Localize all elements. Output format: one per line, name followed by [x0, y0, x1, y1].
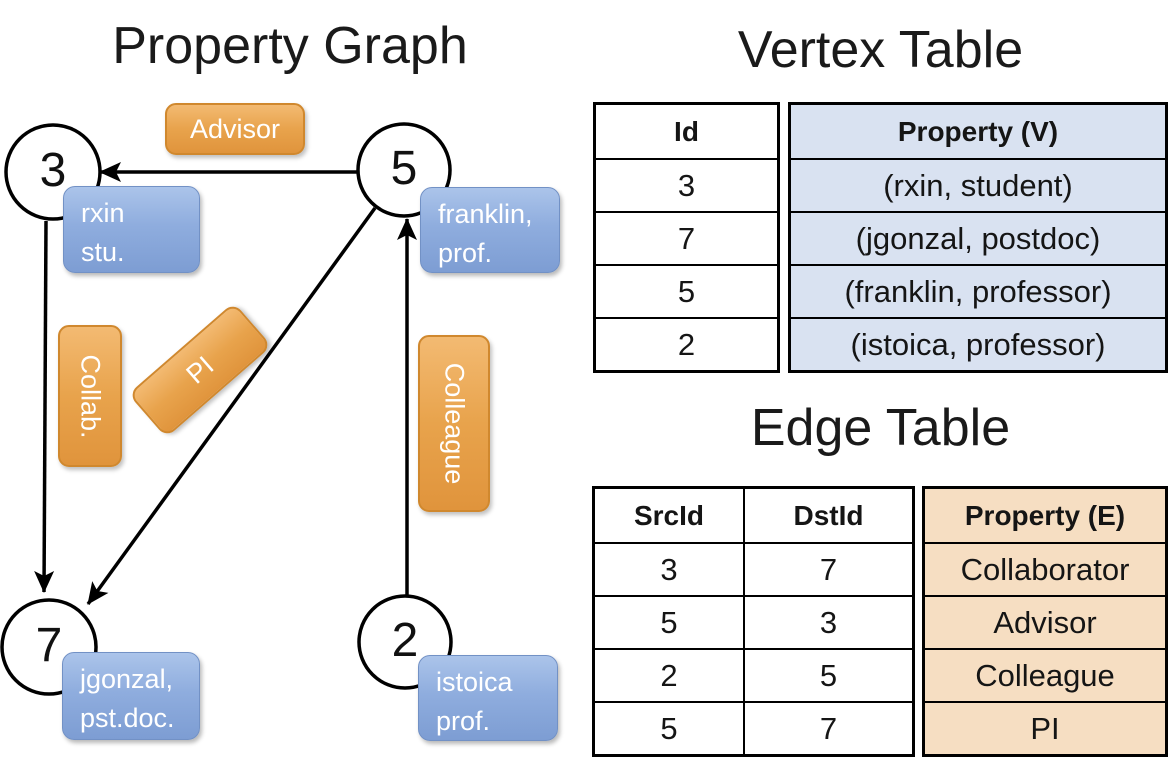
table-cell: 3: [595, 542, 743, 595]
node-id-7: 7: [35, 619, 63, 672]
table-cell: 2: [595, 648, 743, 701]
property-line: pst.doc.: [80, 703, 175, 733]
property-line: rxin: [81, 198, 125, 228]
column-header: Property (V): [791, 105, 1165, 158]
property-line: jgonzal,: [80, 664, 174, 694]
table-cell: 5: [596, 264, 777, 317]
table-cell: 3: [596, 158, 777, 211]
edge-label-advisor: Advisor: [165, 103, 305, 155]
edge-label-collab: Collab.: [58, 325, 122, 467]
table-cell: (istoica, professor): [791, 317, 1165, 370]
table-cell: PI: [925, 701, 1165, 754]
table-cell: (franklin, professor): [791, 264, 1165, 317]
vertex-table-id-column: Id 3 7 5 2: [593, 102, 780, 373]
table-cell: 5: [743, 648, 912, 701]
vertex-property-box-3: rxin stu.: [63, 186, 200, 273]
edge-table-id-columns: SrcId DstId 3 7 5 3 2 5 5 7: [592, 486, 915, 757]
edge-5-7: [86, 206, 377, 606]
table-cell: 7: [743, 701, 912, 754]
edge-label-colleague: Colleague: [418, 335, 490, 512]
column-header: Id: [674, 115, 699, 147]
property-line: prof.: [438, 238, 493, 268]
table-cell: Advisor: [925, 595, 1165, 648]
graph-title: Property Graph: [112, 17, 468, 75]
table-cell: 3: [743, 595, 912, 648]
vertex-table-property-column: Property (V) (rxin, student) (jgonzal, p…: [788, 102, 1168, 373]
table-cell: 5: [595, 595, 743, 648]
vertex-property-box-7: jgonzal, pst.doc.: [62, 652, 200, 740]
node-id-3: 3: [39, 144, 67, 197]
property-line: stu.: [81, 237, 125, 267]
column-header: DstId: [743, 489, 912, 542]
node-id-2: 2: [391, 614, 419, 667]
table-cell: (rxin, student): [791, 158, 1165, 211]
edge-table-property-column: Property (E) Collaborator Advisor Collea…: [922, 486, 1168, 757]
node-id-5: 5: [390, 142, 418, 195]
vertex-property-box-5: franklin, prof.: [420, 187, 560, 273]
property-line: franklin,: [438, 199, 533, 229]
table-cell: 2: [596, 317, 777, 370]
property-line: prof.: [436, 706, 491, 736]
table-cell: Collaborator: [925, 542, 1165, 595]
edge-3-7: [34, 220, 55, 593]
vertex-property-box-2: istoica prof.: [418, 655, 558, 741]
edge-label-text: Colleague: [439, 362, 470, 485]
column-header: Property (E): [925, 489, 1165, 542]
table-cell: 7: [743, 542, 912, 595]
table-cell: Colleague: [925, 648, 1165, 701]
vertex-table-title: Vertex Table: [737, 21, 1024, 79]
property-line: istoica: [436, 667, 513, 697]
table-cell: 5: [595, 701, 743, 754]
column-header: SrcId: [633, 499, 705, 531]
table-cell: (jgonzal, postdoc): [791, 211, 1165, 264]
table-cell: 7: [596, 211, 777, 264]
edge-table-title: Edge Table: [750, 399, 1011, 457]
edge-label-text: Collab.: [75, 353, 106, 439]
edge-label-text: PI: [180, 349, 220, 390]
edge-label-text: Advisor: [189, 113, 281, 144]
